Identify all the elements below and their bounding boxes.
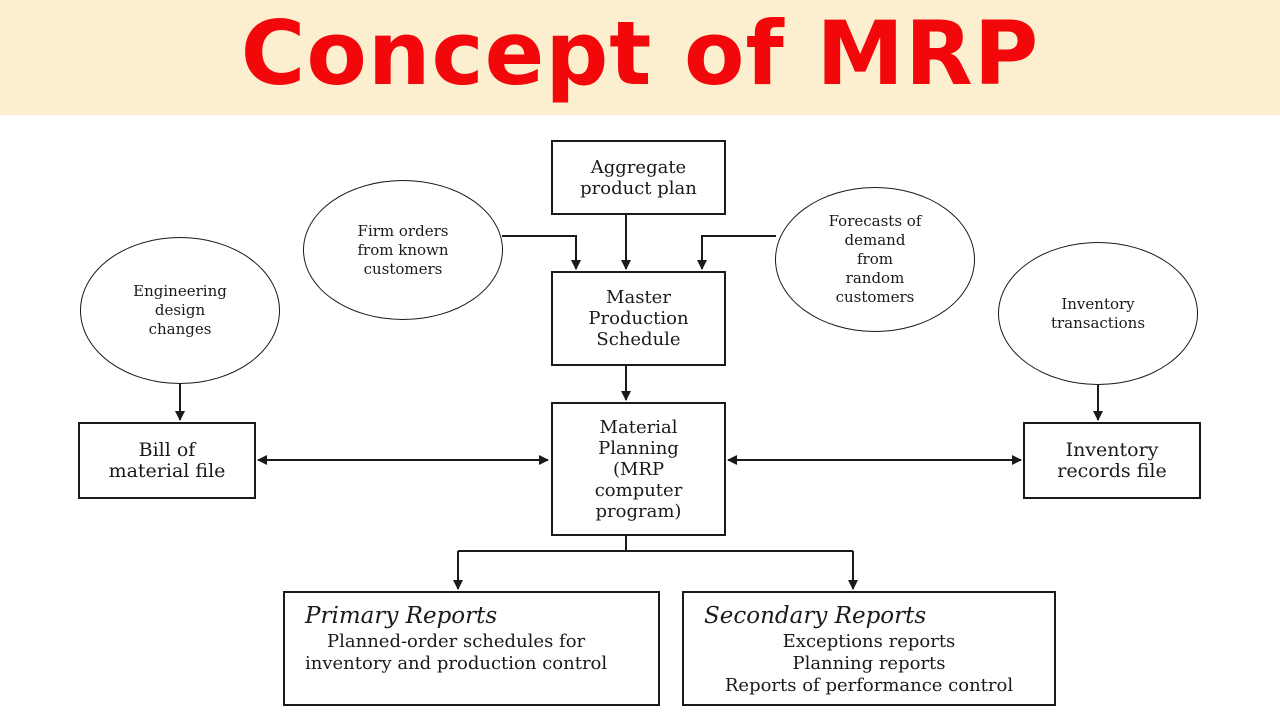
bill-of-material-box: Bill of material file xyxy=(78,422,256,499)
secondary-reports-body: Exceptions reports Planning reports Repo… xyxy=(724,631,1014,696)
forecasts-label: Forecasts of demand from random customer… xyxy=(828,212,922,306)
bill-of-material-label: Bill of material file xyxy=(108,438,226,482)
inventory-records-label: Inventory records file xyxy=(1057,438,1167,482)
firm-orders-label: Firm orders from known customers xyxy=(357,221,449,278)
arrow-forecasts-to-mps xyxy=(697,235,776,270)
title-banner xyxy=(0,0,1280,115)
firm-orders-oval: Firm orders from known customers xyxy=(303,180,503,320)
master-production-schedule-box: Master Production Schedule xyxy=(551,271,726,366)
inventory-transactions-label: Inventory transactions xyxy=(1050,294,1146,332)
inventory-transactions-oval: Inventory transactions xyxy=(998,242,1198,385)
mrp-program-box: Material Planning (MRP computer program) xyxy=(551,402,726,536)
engineering-changes-label: Engineering design changes xyxy=(133,282,227,338)
secondary-reports-title: Secondary Reports xyxy=(704,603,927,629)
mrp-program-label: Material Planning (MRP computer program) xyxy=(594,416,683,522)
primary-reports-box: Primary Reports Planned-order schedules … xyxy=(283,591,660,706)
aggregate-product-plan-label: Aggregate product plan xyxy=(580,156,697,199)
engineering-changes-oval: Engineering design changes xyxy=(80,237,280,384)
forecasts-oval: Forecasts of demand from random customer… xyxy=(775,187,975,332)
arrow-firm-orders-to-mps xyxy=(502,235,581,270)
page-title: Concept of MRP xyxy=(240,2,1040,105)
master-production-schedule-label: Master Production Schedule xyxy=(588,287,689,350)
aggregate-product-plan-box: Aggregate product plan xyxy=(551,140,726,215)
inventory-records-box: Inventory records file xyxy=(1023,422,1201,499)
secondary-reports-box: Secondary Reports Exceptions reports Pla… xyxy=(682,591,1056,706)
primary-reports-title: Primary Reports xyxy=(305,603,498,629)
primary-reports-body: Planned-order schedules for inventory an… xyxy=(305,631,608,674)
